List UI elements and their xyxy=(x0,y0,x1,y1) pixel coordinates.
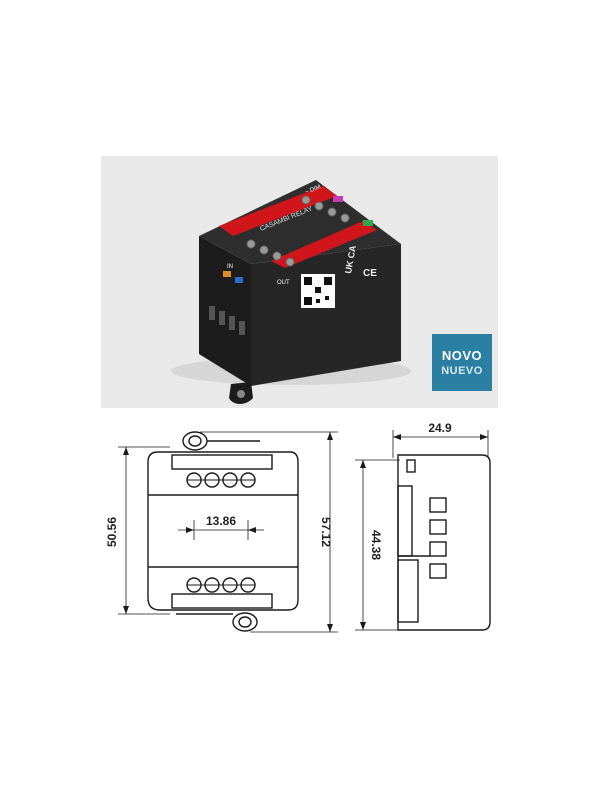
out-label-text: OUT xyxy=(277,280,290,286)
side-view-outline xyxy=(397,454,491,631)
relay-illustration: CASAMBI RELAY ~ DIM ~ IN OUT UK CA CE xyxy=(171,180,411,404)
ce-mark: CE xyxy=(363,268,377,279)
dimension-drawing: 50.56 57.12 13.86 24.9 44.38 xyxy=(105,421,491,633)
dim-side-height: 44.38 xyxy=(369,530,383,560)
badge-line1: NOVO xyxy=(441,347,483,363)
dim-width-top: 24.9 xyxy=(428,421,452,435)
ukca-mark: UK CA xyxy=(343,244,358,274)
dim-height-left: 50.56 xyxy=(105,517,119,547)
dim-center-spacing: 13.86 xyxy=(206,514,236,528)
new-product-badge: NOVO NUEVO xyxy=(432,334,492,391)
front-view-outline xyxy=(147,451,299,611)
in-label-text: IN xyxy=(227,264,233,270)
product-photo: CASAMBI RELAY ~ DIM ~ IN OUT UK CA CE xyxy=(101,156,498,408)
dim-height-right: 57.12 xyxy=(319,517,333,547)
badge-line2: NUEVO xyxy=(441,364,483,377)
